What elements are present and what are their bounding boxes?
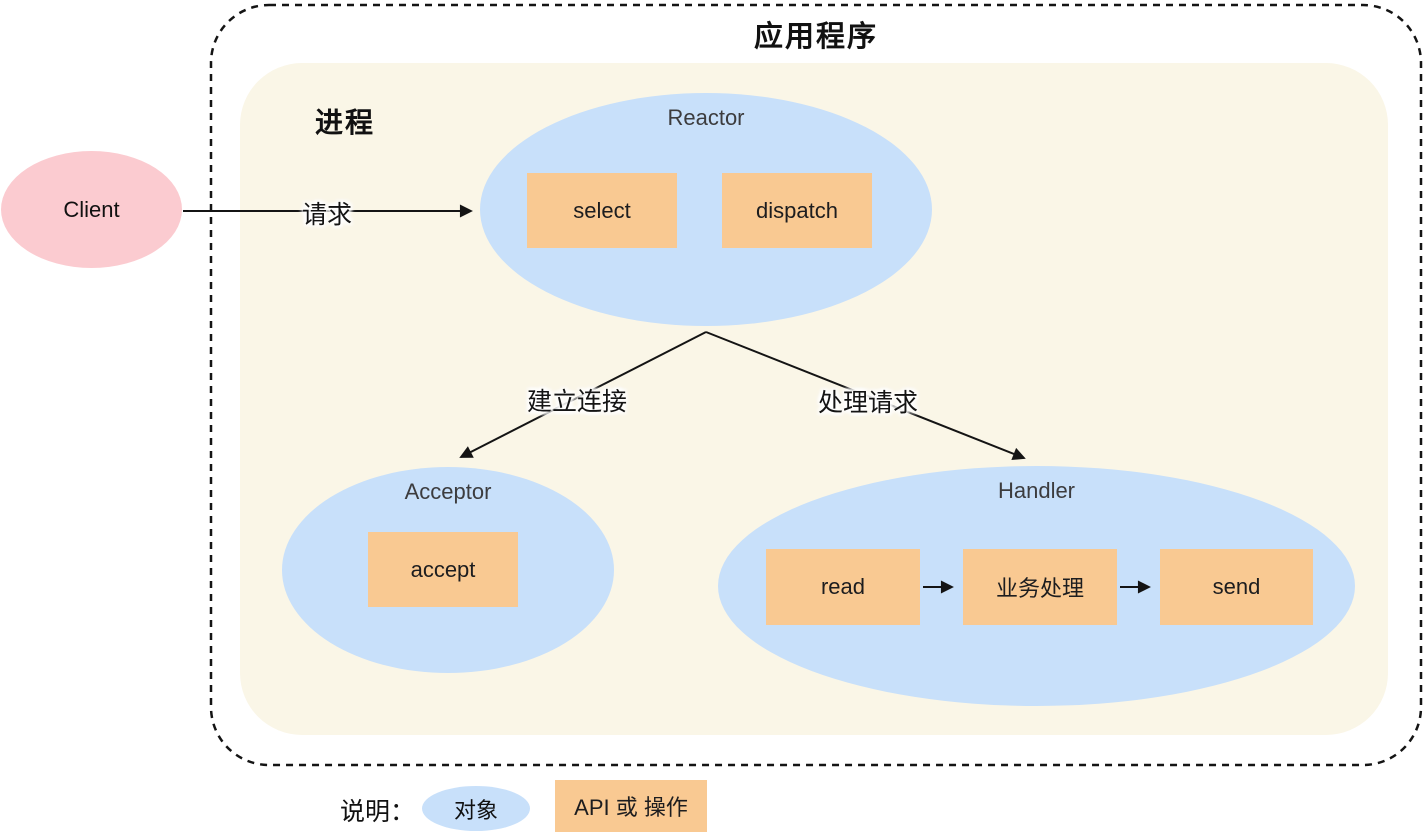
reactor-label: Reactor: [667, 105, 745, 130]
client-ellipse: Client: [1, 151, 182, 268]
legend-api-box: API 或 操作: [555, 780, 707, 832]
legend-caption: 说明：: [340, 798, 416, 826]
process-title: 进程: [315, 107, 376, 138]
acceptor-label: Acceptor: [404, 479, 492, 504]
read-box: read: [766, 549, 920, 625]
dispatch-label: dispatch: [756, 197, 838, 223]
edge-label-handle-request: 处理请求: [818, 389, 919, 417]
handler-label: Handler: [997, 478, 1076, 503]
business-label: 业务处理: [995, 576, 1084, 601]
select-box: select: [527, 173, 677, 248]
dispatch-box: dispatch: [722, 173, 872, 248]
read-label: read: [820, 574, 866, 599]
send-box: send: [1160, 549, 1313, 625]
client-label: Client: [63, 196, 120, 222]
accept-box: accept: [368, 532, 518, 607]
send-label: send: [1212, 574, 1261, 599]
accept-label: accept: [410, 556, 476, 582]
legend-object-label: 对象: [453, 797, 498, 823]
legend-object-ellipse: 对象: [422, 786, 530, 831]
application-title: 应用程序: [753, 21, 878, 53]
edge-label-establish-connection: 建立连接: [527, 388, 628, 416]
business-box: 业务处理: [963, 549, 1117, 625]
select-label: select: [573, 197, 631, 223]
edge-label-request: 请求: [302, 201, 353, 229]
legend-api-label: API 或 操作: [574, 795, 688, 820]
